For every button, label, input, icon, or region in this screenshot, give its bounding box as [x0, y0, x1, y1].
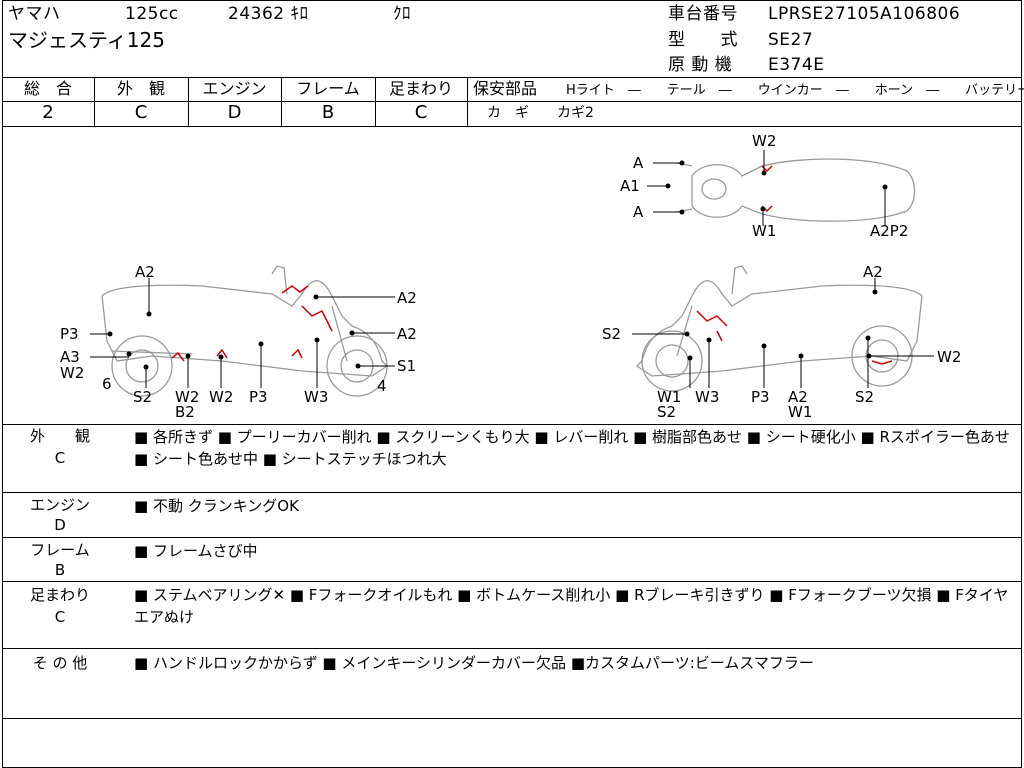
label-6: 6: [102, 375, 112, 393]
divider: [2, 648, 1022, 649]
section-frame-text: ■ フレームさび中: [134, 542, 258, 560]
label-W2-left-b1: W2: [175, 388, 199, 406]
divider: [2, 537, 1022, 538]
label-W2-right: W2: [937, 348, 961, 366]
label-W3-right: W3: [695, 388, 719, 406]
section-suspension-text: ■ ステムベアリング✕ ■ Fフォークオイルもれ ■ ボトムケース削れ小 ■ R…: [134, 586, 1009, 626]
divider: [2, 581, 1022, 582]
safety-parts-label: 保安部品: [473, 79, 538, 98]
label-W3-left: W3: [304, 388, 328, 406]
label-A-top2: A: [633, 203, 644, 221]
mileage: 24362 ｷﾛ: [228, 4, 309, 24]
grade-suspension-value: C: [414, 102, 428, 123]
label-S2-right-b1: S2: [657, 403, 676, 421]
label-A2-right-top: A2: [863, 263, 883, 281]
chassis-label: 車台番号: [668, 4, 738, 24]
divider: [2, 492, 1022, 493]
divider: [2, 424, 1022, 425]
engine-model-value: E374E: [768, 55, 825, 75]
grade-total-label: 総 合: [23, 79, 72, 98]
grade-exterior-label: 外 観: [116, 79, 165, 98]
divider: [2, 126, 1022, 127]
grade-exterior-value: C: [134, 102, 148, 123]
label-A3: A3: [60, 348, 80, 366]
section-exterior-text: ■ 各所きず ■ プーリーカバー削れ ■ スクリーンくもり大 ■ レバー削れ ■…: [134, 428, 1010, 468]
section-engine-label: エンジン: [29, 496, 90, 514]
section-frame-label: フレーム: [30, 541, 90, 559]
divider: [467, 77, 468, 126]
safety-parts-items: Hライト ― テール ― ウインカー ― ホーン ― バッテリー ✕: [566, 83, 1024, 98]
label-W2-top: W2: [752, 132, 776, 150]
label-W1-top: W1: [752, 222, 776, 240]
label-A1-top: A1: [620, 177, 640, 195]
section-other-text: ■ ハンドルロックかからず ■ メインキーシリンダーカバー欠品 ■カスタムパーツ…: [134, 654, 814, 672]
label-A2-left-r2: A2: [397, 325, 417, 343]
section-exterior-label: 外 観: [29, 427, 90, 445]
divider: [2, 101, 1022, 102]
label-A2-left-top: A2: [135, 263, 155, 281]
divider: [2, 718, 1022, 719]
color: ｸﾛ: [393, 4, 411, 24]
displacement: 125cc: [125, 4, 179, 24]
grade-total-value: 2: [42, 102, 54, 123]
label-P3-left-b: P3: [249, 388, 268, 406]
model-name: マジェスティ125: [8, 28, 165, 52]
grade-engine-value: D: [227, 102, 242, 123]
label-S1: S1: [397, 357, 416, 375]
label-A2-left-r1: A2: [397, 289, 417, 307]
engine-model-label: 原 動 機: [668, 55, 733, 75]
type-label: 型 式: [668, 30, 738, 50]
grade-engine-label: エンジン: [202, 79, 267, 98]
divider: [94, 77, 95, 126]
label-4: 4: [377, 377, 387, 395]
label-P3-right: P3: [751, 388, 770, 406]
section-engine-text: ■ 不動 クランキングOK: [134, 497, 299, 515]
divider: [188, 77, 189, 126]
divider: [2, 77, 1022, 78]
label-A2-right-b: A2: [788, 388, 808, 406]
label-W1-right: W1: [657, 388, 681, 406]
grade-frame-label: フレーム: [296, 79, 360, 98]
section-suspension-label: 足まわり: [29, 586, 90, 604]
section-engine-grade: D: [54, 516, 66, 534]
label-B2: B2: [175, 403, 195, 421]
label-W2-left: W2: [60, 364, 84, 382]
section-suspension-grade: C: [54, 608, 66, 626]
divider: [281, 77, 282, 126]
label-S2-left: S2: [133, 388, 152, 406]
label-A-top1: A: [633, 154, 644, 172]
label-S2-right: S2: [602, 325, 621, 343]
label-P3-left: P3: [60, 325, 79, 343]
label-S2-right-b2: S2: [855, 388, 874, 406]
maker: ヤマハ: [8, 4, 61, 24]
label-W2-left-b2: W2: [209, 388, 233, 406]
section-frame-grade: B: [54, 561, 66, 579]
section-other-label: そ の 他: [32, 654, 88, 672]
type-value: SE27: [768, 30, 814, 50]
key-line: カ ギ カギ2: [487, 105, 594, 121]
label-W1-right-b: W1: [788, 403, 812, 421]
divider: [375, 77, 376, 126]
grade-suspension-label: 足まわり: [388, 79, 453, 98]
chassis-value: LPRSE27105A106806: [768, 4, 961, 24]
label-A2P2-top: A2P2: [870, 222, 908, 240]
section-exterior-grade: C: [54, 449, 66, 467]
damage-diagram: A2 P3 A3 W2 6 S2 W2 B2 W2 P3 W3 A2 A2 S1…: [60, 132, 961, 421]
grade-frame-value: B: [321, 102, 335, 123]
